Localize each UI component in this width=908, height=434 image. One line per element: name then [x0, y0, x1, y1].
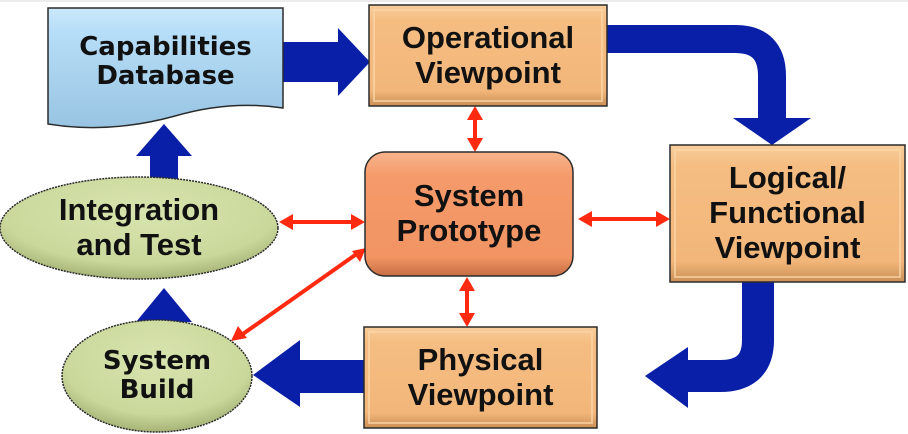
flow-arrow-database-to-operational [282, 28, 370, 96]
link-prototype-physical [459, 277, 475, 327]
flow-arrow-logical-to-physical [645, 282, 774, 408]
node-integration-and-test [0, 176, 279, 280]
link-prototype-operational [467, 106, 483, 152]
node-operational-viewpoint [368, 4, 608, 107]
flow-arrow-physical-to-build [253, 340, 366, 407]
link-prototype-integration [279, 214, 365, 230]
link-prototype-logical [578, 211, 670, 227]
node-logical-functional-viewpoint [669, 144, 906, 283]
top-border [0, 0, 908, 2]
node-system-build [61, 319, 253, 433]
flow-arrow-operational-to-logical [606, 25, 811, 145]
node-system-prototype [364, 151, 574, 277]
link-prototype-build [231, 248, 366, 341]
node-physical-viewpoint [363, 326, 598, 429]
node-capabilities-database [47, 7, 284, 129]
